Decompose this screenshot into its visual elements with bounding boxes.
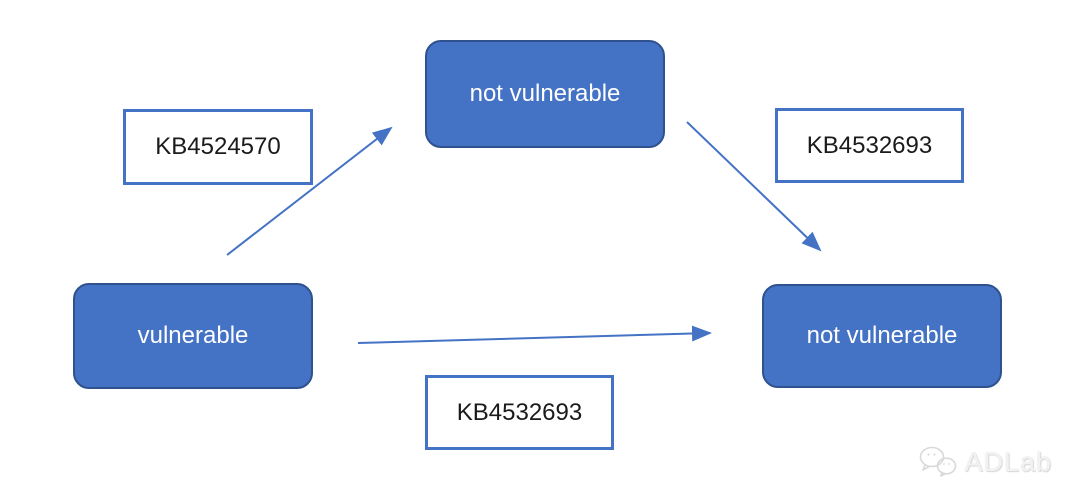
edge-label-text: KB4524570: [155, 133, 281, 160]
edge-label-text: KB4532693: [806, 131, 933, 159]
node-vulnerable: vulnerable: [73, 283, 313, 389]
edge-label-kb4532693-bottom: KB4532693: [425, 375, 614, 450]
watermark-text: ADLab: [964, 446, 1052, 477]
edge-label-kb4532693-top: KB4532693: [775, 108, 964, 183]
node-not-vulnerable-top: not vulnerable: [425, 40, 665, 148]
arrow-vulnerable-to-notvulnerable-right: [357, 325, 712, 344]
node-label: not vulnerable: [806, 322, 958, 349]
edge-label-kb4524570: KB4524570: [123, 109, 313, 185]
wechat-icon: [920, 446, 957, 477]
node-not-vulnerable-right: not vulnerable: [762, 284, 1002, 388]
node-label: vulnerable: [137, 322, 249, 349]
watermark: ADLab: [918, 445, 1052, 479]
edge-label-text: KB4532693: [456, 398, 583, 426]
node-label: not vulnerable: [469, 80, 621, 107]
